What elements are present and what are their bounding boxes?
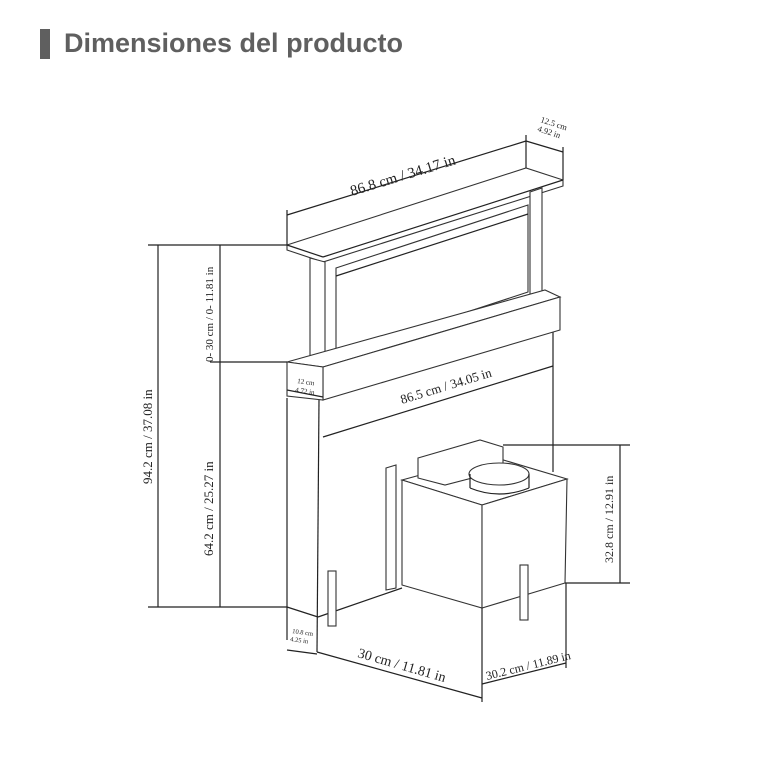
downdraft-body xyxy=(286,330,554,653)
lift-height-label: 0- 30 cm / 0- 11.81 in xyxy=(204,266,216,362)
dimension-lines xyxy=(148,135,630,702)
top-width-label: 86.8 cm / 34.17 in xyxy=(348,152,458,199)
motor-unit xyxy=(327,439,569,627)
motor-height-label: 32.8 cm / 12.91 in xyxy=(602,476,616,563)
lift-panel xyxy=(309,187,543,369)
title-accent-bar xyxy=(40,28,50,59)
base-depth-in-label: 4.72 in xyxy=(295,386,316,397)
body-depth-cm-label: 10.8 cm xyxy=(292,628,314,638)
total-height-label: 94.2 cm / 37.08 in xyxy=(140,389,155,484)
base-depth-cm-label: 12 cm xyxy=(297,377,316,387)
base-trough xyxy=(286,289,562,401)
page-title: Dimensiones del producto xyxy=(64,28,404,58)
body-depth-in-label: 4.25 in xyxy=(290,636,310,646)
section-header: Dimensiones del producto xyxy=(40,28,403,59)
top-bar xyxy=(286,167,564,263)
motor-depth-label: 30.2 cm / 11.89 in xyxy=(484,648,572,683)
body-height-label: 64.2 cm / 25.27 in xyxy=(201,461,216,556)
